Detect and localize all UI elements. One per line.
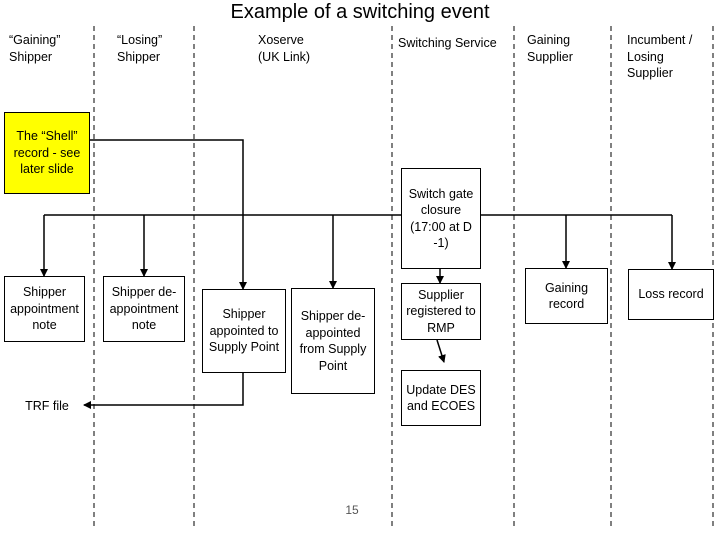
- shell-record-label: The “Shell” record - see later slide: [13, 129, 81, 177]
- appointed-to-trf-line: [83, 370, 244, 409]
- shipper-deappointed-box: Shipper de-appointed from Supply Point: [291, 288, 375, 394]
- shipper-appointed-label: Shipper appointed to Supply Point: [208, 307, 280, 355]
- loss-record-label: Loss record: [638, 287, 704, 302]
- lane-incumbent-supplier: Incumbent / Losing Supplier: [627, 33, 693, 80]
- shipper-appointed-box: Shipper appointed to Supply Point: [202, 289, 286, 373]
- gaining-record-label: Gaining record: [544, 280, 589, 312]
- loss-record-box: Loss record: [628, 269, 714, 320]
- shipper-deappointment-note-label: Shipper de-appointment note: [109, 285, 179, 333]
- shipper-deappointed-label: Shipper de-appointed from Supply Point: [299, 309, 367, 373]
- lane-xoserve: Xoserve (UK Link): [258, 33, 311, 64]
- lane-dividers: [93, 26, 714, 530]
- shipper-appointment-note-label: Shipper appointment note: [10, 285, 79, 333]
- page-number: 15: [345, 503, 359, 517]
- switch-gate-box: Switch gate closure (17:00 at D -1): [401, 168, 481, 269]
- supplier-registered-box: Supplier registered to RMP: [401, 283, 481, 340]
- trf-file-label: TRF file: [25, 399, 69, 413]
- switch-gate-label: Switch gate closure (17:00 at D -1): [408, 186, 474, 251]
- supplier-registered-label: Supplier registered to RMP: [406, 287, 476, 335]
- registered-to-des-line: [436, 339, 446, 363]
- page-title: Example of a switching event: [230, 1, 490, 23]
- shell-to-appointed-line: [90, 139, 247, 290]
- shipper-deappointment-note-box: Shipper de-appointment note: [103, 276, 185, 342]
- shipper-appointment-note-box: Shipper appointment note: [4, 276, 85, 342]
- shell-record-box: The “Shell” record - see later slide: [4, 112, 90, 194]
- update-des-label: Update DES and ECOES: [406, 382, 476, 414]
- lane-switching-service: Switching Service: [398, 36, 497, 50]
- gaining-record-box: Gaining record: [525, 268, 608, 324]
- lane-losing-shipper: “Losing” Shipper: [117, 33, 163, 64]
- lane-gaining-supplier: Gaining Supplier: [527, 33, 573, 64]
- update-des-box: Update DES and ECOES: [401, 370, 481, 426]
- lane-gaining-shipper: “Gaining” Shipper: [9, 33, 61, 64]
